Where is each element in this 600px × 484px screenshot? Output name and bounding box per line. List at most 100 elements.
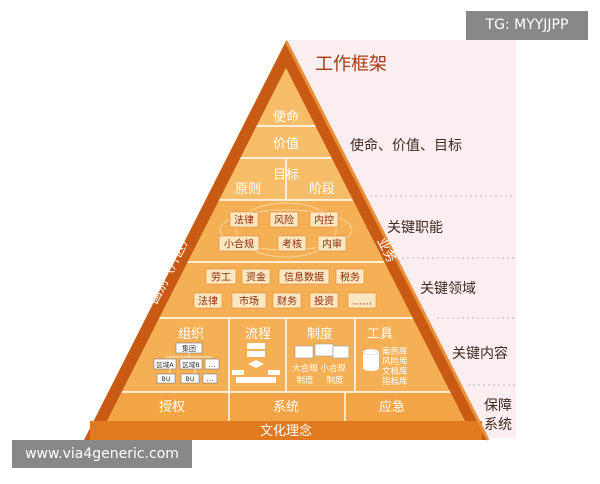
function-tag-5: 内审 xyxy=(317,235,347,252)
function-tag-0-box xyxy=(229,211,259,228)
support-item-0: 授权 xyxy=(159,399,185,415)
org-region-b-label: 区域B xyxy=(182,360,199,369)
right-label-support-2: 系统 xyxy=(484,417,512,433)
tools-item-2: 文档库 xyxy=(382,366,408,377)
function-tag-5-label: 内审 xyxy=(322,238,342,251)
domain-tag-2-box xyxy=(278,268,330,285)
domain-tag-8-box xyxy=(347,292,377,309)
system-line1: 大合规 小合规 xyxy=(292,363,346,374)
domain-tag-2-label: 信息数据 xyxy=(284,271,324,284)
tools-item-3: 指标库 xyxy=(382,376,408,387)
watermark-top: TG: MYYJJPP xyxy=(466,11,588,40)
domain-tag-7: 投资 xyxy=(309,292,339,309)
support-band xyxy=(107,392,465,421)
domain-tag-8: …… xyxy=(347,292,377,309)
function-tag-4-label: 考核 xyxy=(282,238,302,251)
function-tag-5-box xyxy=(317,235,347,252)
tier-value: 价值 xyxy=(273,136,299,152)
domain-tag-5-label: 市场 xyxy=(239,295,259,308)
culture-label: 文化理念 xyxy=(260,423,312,439)
org-bu-box-2 xyxy=(180,373,200,384)
org-region-b-box xyxy=(179,358,203,370)
function-tag-1-label: 风险 xyxy=(274,214,294,227)
domain-tag-6-box xyxy=(272,292,302,309)
content-org-title: 组织 xyxy=(178,327,204,342)
org-more-box xyxy=(204,358,220,370)
right-label-content: 关键内容 xyxy=(452,345,508,362)
domain-tag-1: 资金 xyxy=(241,268,271,285)
content-tools-title: 工具 xyxy=(367,327,393,342)
org-region-a-box xyxy=(153,358,177,370)
domain-tag-1-label: 资金 xyxy=(246,271,266,284)
system-line2b: 制度 xyxy=(326,375,344,386)
function-tag-2-label: 内控 xyxy=(314,214,334,227)
domain-tag-3-label: 税务 xyxy=(340,271,360,284)
right-label-domain: 关键领域 xyxy=(420,281,476,297)
domain-tag-5: 市场 xyxy=(231,292,267,309)
org-bu-more-box xyxy=(202,373,218,384)
function-tag-4-box xyxy=(277,235,307,252)
system-line2a: 制度 xyxy=(296,375,314,386)
function-tag-0: 法律 xyxy=(229,211,259,228)
system-docs: 大合规 小合规 制度 制度 xyxy=(292,343,350,386)
function-tag-1-box xyxy=(269,211,299,228)
domain-tag-2: 信息数据 xyxy=(278,268,330,285)
tools-item-0: 案例库 xyxy=(382,346,408,357)
domain-tag-0: 劳工 xyxy=(205,268,237,285)
domain-tag-3-box xyxy=(335,268,365,285)
function-tag-0-label: 法律 xyxy=(234,214,254,227)
domain-tag-1-box xyxy=(241,268,271,285)
function-tag-2: 内控 xyxy=(309,211,339,228)
domain-tag-4: 法律 xyxy=(193,292,223,309)
domain-tag-7-label: 投资 xyxy=(314,295,334,308)
domain-tag-7-box xyxy=(309,292,339,309)
function-tag-4: 考核 xyxy=(277,235,307,252)
domain-tag-0-label: 劳工 xyxy=(211,271,231,284)
org-bu-label-1: BU xyxy=(161,375,170,383)
tier-principle: 原则 xyxy=(235,182,261,197)
org-more-label: … xyxy=(209,361,216,369)
content-process-title: 流程 xyxy=(245,327,271,342)
tier-stage: 阶段 xyxy=(309,182,335,197)
right-label-function: 关键职能 xyxy=(387,220,443,236)
org-bu-label-2: BU xyxy=(185,375,194,383)
domain-tag-3: 税务 xyxy=(335,268,365,285)
process-flow xyxy=(232,343,280,383)
support-item-2: 应急 xyxy=(379,399,405,415)
org-bu-more-label: … xyxy=(207,375,214,383)
frame-seam xyxy=(284,40,490,441)
tools-item-1: 风险库 xyxy=(382,356,408,367)
tier-goal: 目标 xyxy=(273,168,299,183)
domain-tag-5-box xyxy=(231,292,267,309)
content-system-title: 制度 xyxy=(307,326,333,342)
org-chart: 集团 区域A 区域B … BU BU … xyxy=(153,342,220,384)
function-tag-2-box xyxy=(309,211,339,228)
tier-mission: 使命 xyxy=(273,109,299,125)
support-item-1: 系统 xyxy=(273,400,299,415)
right-label-mission: 使命、价值、目标 xyxy=(350,137,462,154)
function-tag-3-box xyxy=(218,235,260,252)
watermark-bottom: www.via4generic.com xyxy=(12,440,192,468)
culture-strip xyxy=(90,421,482,440)
function-tag-3-label: 小合规 xyxy=(224,238,254,251)
org-group-label: 集团 xyxy=(182,344,196,353)
tools-database-icon xyxy=(362,348,380,371)
domain-tag-6: 财务 xyxy=(272,292,302,309)
domain-tag-0-box xyxy=(205,268,237,285)
domain-tag-8-label: …… xyxy=(352,297,372,308)
page-title: 工作框架 xyxy=(315,54,387,75)
org-bu-box-1 xyxy=(156,373,176,384)
function-tag-3: 小合规 xyxy=(218,235,260,252)
right-label-support-1: 保障 xyxy=(484,398,512,414)
function-tag-1: 风险 xyxy=(269,211,299,228)
domain-tag-6-label: 财务 xyxy=(277,295,297,308)
org-region-a-label: 区域A xyxy=(156,360,174,369)
column-dividers xyxy=(228,158,356,421)
dotted-separators xyxy=(370,195,515,386)
domain-tag-4-box xyxy=(193,292,223,309)
